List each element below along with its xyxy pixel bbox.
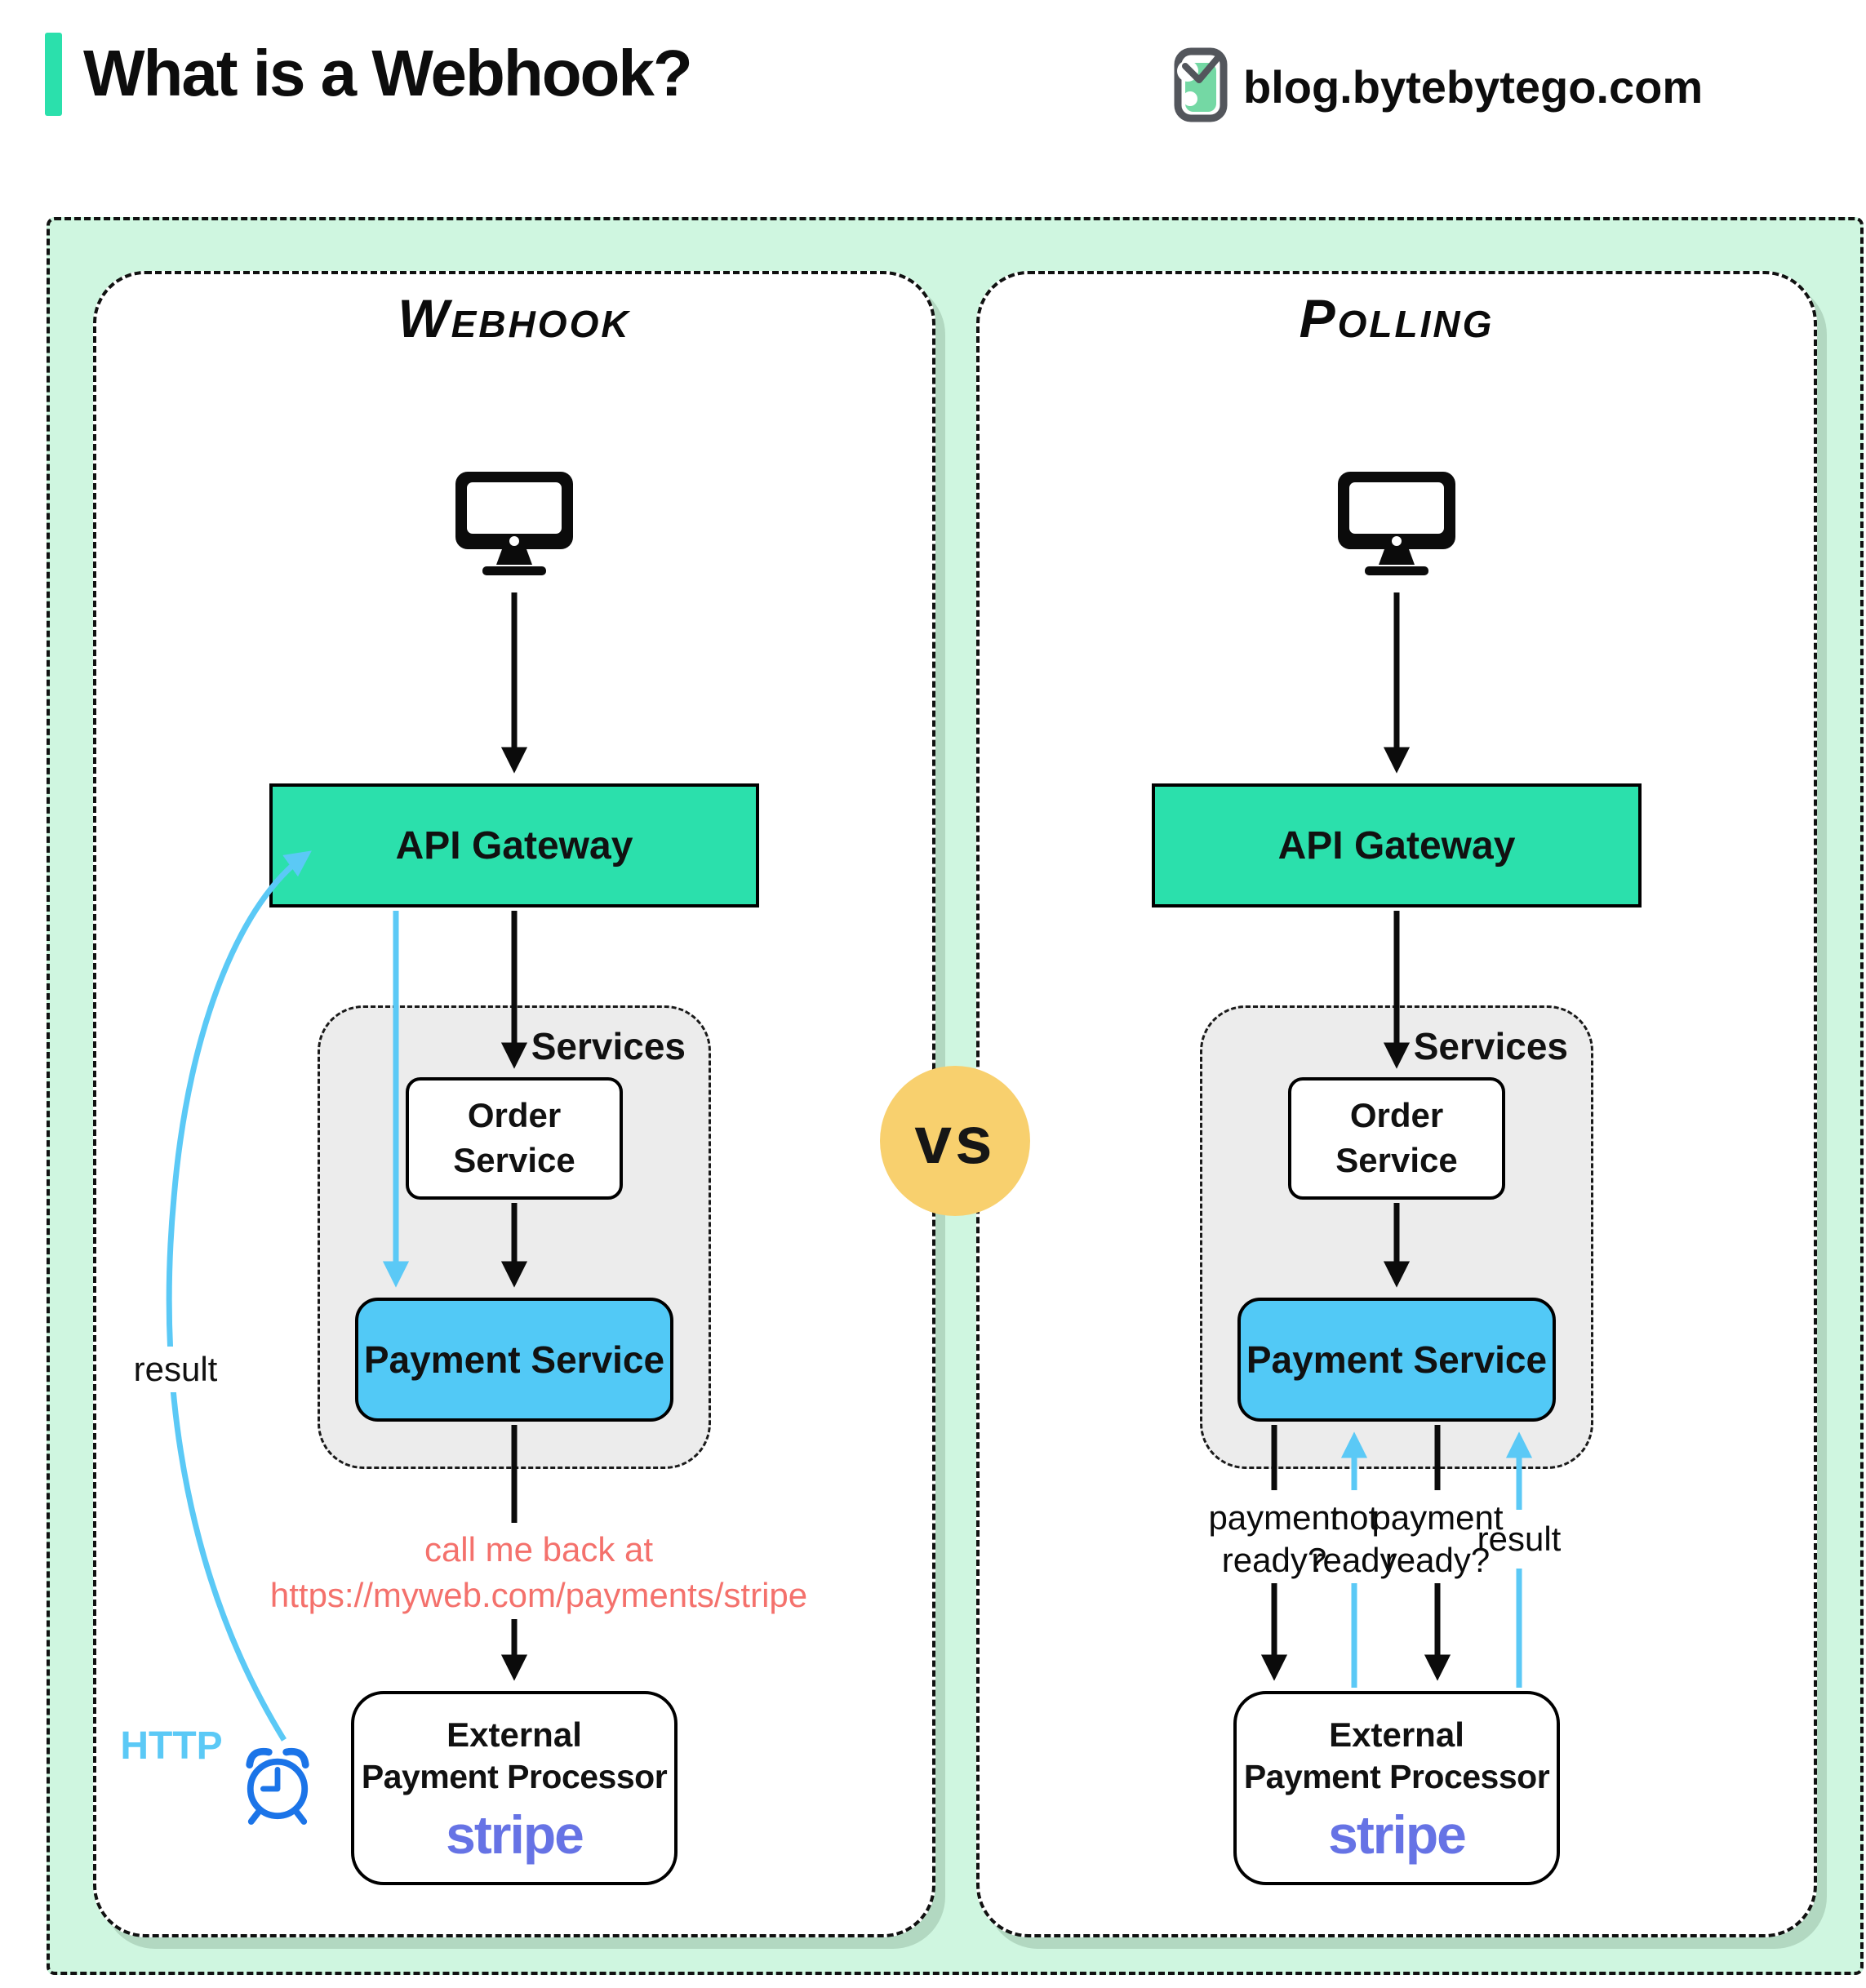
polling-order-label-line1: Order bbox=[1349, 1096, 1444, 1135]
webhook-external-label-line2: Payment Processor bbox=[361, 1757, 668, 1795]
polling-ask2-label: payment ready? bbox=[1356, 1497, 1519, 1582]
polling-result-label: result bbox=[1477, 1520, 1562, 1558]
site-url: blog.bytebytego.com bbox=[1243, 60, 1704, 113]
webhook-order-service-box: Order Service bbox=[406, 1077, 623, 1200]
polling-panel-title: Polling bbox=[1299, 288, 1495, 348]
stripe-logo: stripe bbox=[446, 1804, 584, 1865]
polling-payment-label: Payment Service bbox=[1246, 1338, 1548, 1381]
page-title: What is a Webhook? bbox=[83, 37, 693, 109]
site-badge: blog.bytebytego.com bbox=[1173, 47, 1703, 126]
polling-ask1-line2: ready? bbox=[1221, 1541, 1327, 1580]
polling-external-label-line1: External bbox=[1329, 1715, 1464, 1755]
polling-ask2-line2: ready? bbox=[1384, 1541, 1491, 1580]
polling-api-gateway-box: API Gateway bbox=[1152, 783, 1642, 907]
webhook-api-gateway-label: API Gateway bbox=[395, 823, 633, 868]
alarm-clock-icon bbox=[242, 1742, 313, 1834]
webhook-http-label: HTTP bbox=[120, 1724, 223, 1768]
webhook-api-gateway-box: API Gateway bbox=[269, 783, 759, 907]
polling-notready-line1: not bbox=[1330, 1498, 1379, 1537]
stripe-logo: stripe bbox=[1328, 1804, 1467, 1865]
polling-ask2-line1: payment bbox=[1371, 1498, 1504, 1537]
webhook-services-label: Services bbox=[531, 1025, 686, 1067]
polling-order-service-box: Order Service bbox=[1288, 1077, 1505, 1200]
title-accent-bar bbox=[45, 33, 62, 116]
polling-payment-service-box: Payment Service bbox=[1237, 1298, 1556, 1422]
polling-ask1-line1: payment bbox=[1208, 1498, 1340, 1537]
polling-external-label-line2: Payment Processor bbox=[1243, 1757, 1550, 1795]
webhook-callback-text-line1: call me back at bbox=[424, 1530, 654, 1569]
client-computer-icon bbox=[453, 469, 575, 589]
bytebytego-logo-icon bbox=[1173, 47, 1228, 127]
polling-services-label: Services bbox=[1413, 1025, 1568, 1067]
client-computer-icon bbox=[1335, 469, 1458, 589]
polling-order-label-line2: Service bbox=[1335, 1141, 1458, 1179]
webhook-callback-text-line2: https://myweb.com/payments/stripe bbox=[269, 1576, 808, 1614]
vs-badge: vs bbox=[880, 1066, 1030, 1216]
webhook-payment-service-box: Payment Service bbox=[355, 1298, 673, 1422]
webhook-external-processor-box: External Payment Processor stripe bbox=[351, 1691, 678, 1885]
polling-ask1-label: payment ready? bbox=[1193, 1497, 1356, 1582]
webhook-order-label-line2: Service bbox=[453, 1141, 575, 1179]
webhook-panel-title: Webhook bbox=[398, 288, 631, 348]
polling-external-processor-box: External Payment Processor stripe bbox=[1233, 1691, 1560, 1885]
polling-api-gateway-label: API Gateway bbox=[1277, 823, 1516, 868]
polling-notready-label: not ready bbox=[1297, 1497, 1411, 1582]
webhook-result-label: result bbox=[105, 1347, 246, 1392]
polling-notready-line2: ready bbox=[1311, 1541, 1397, 1580]
vs-label: vs bbox=[914, 1103, 996, 1178]
webhook-order-label-line1: Order bbox=[467, 1096, 562, 1135]
webhook-payment-label: Payment Service bbox=[363, 1338, 665, 1381]
webhook-external-label-line1: External bbox=[447, 1715, 582, 1755]
